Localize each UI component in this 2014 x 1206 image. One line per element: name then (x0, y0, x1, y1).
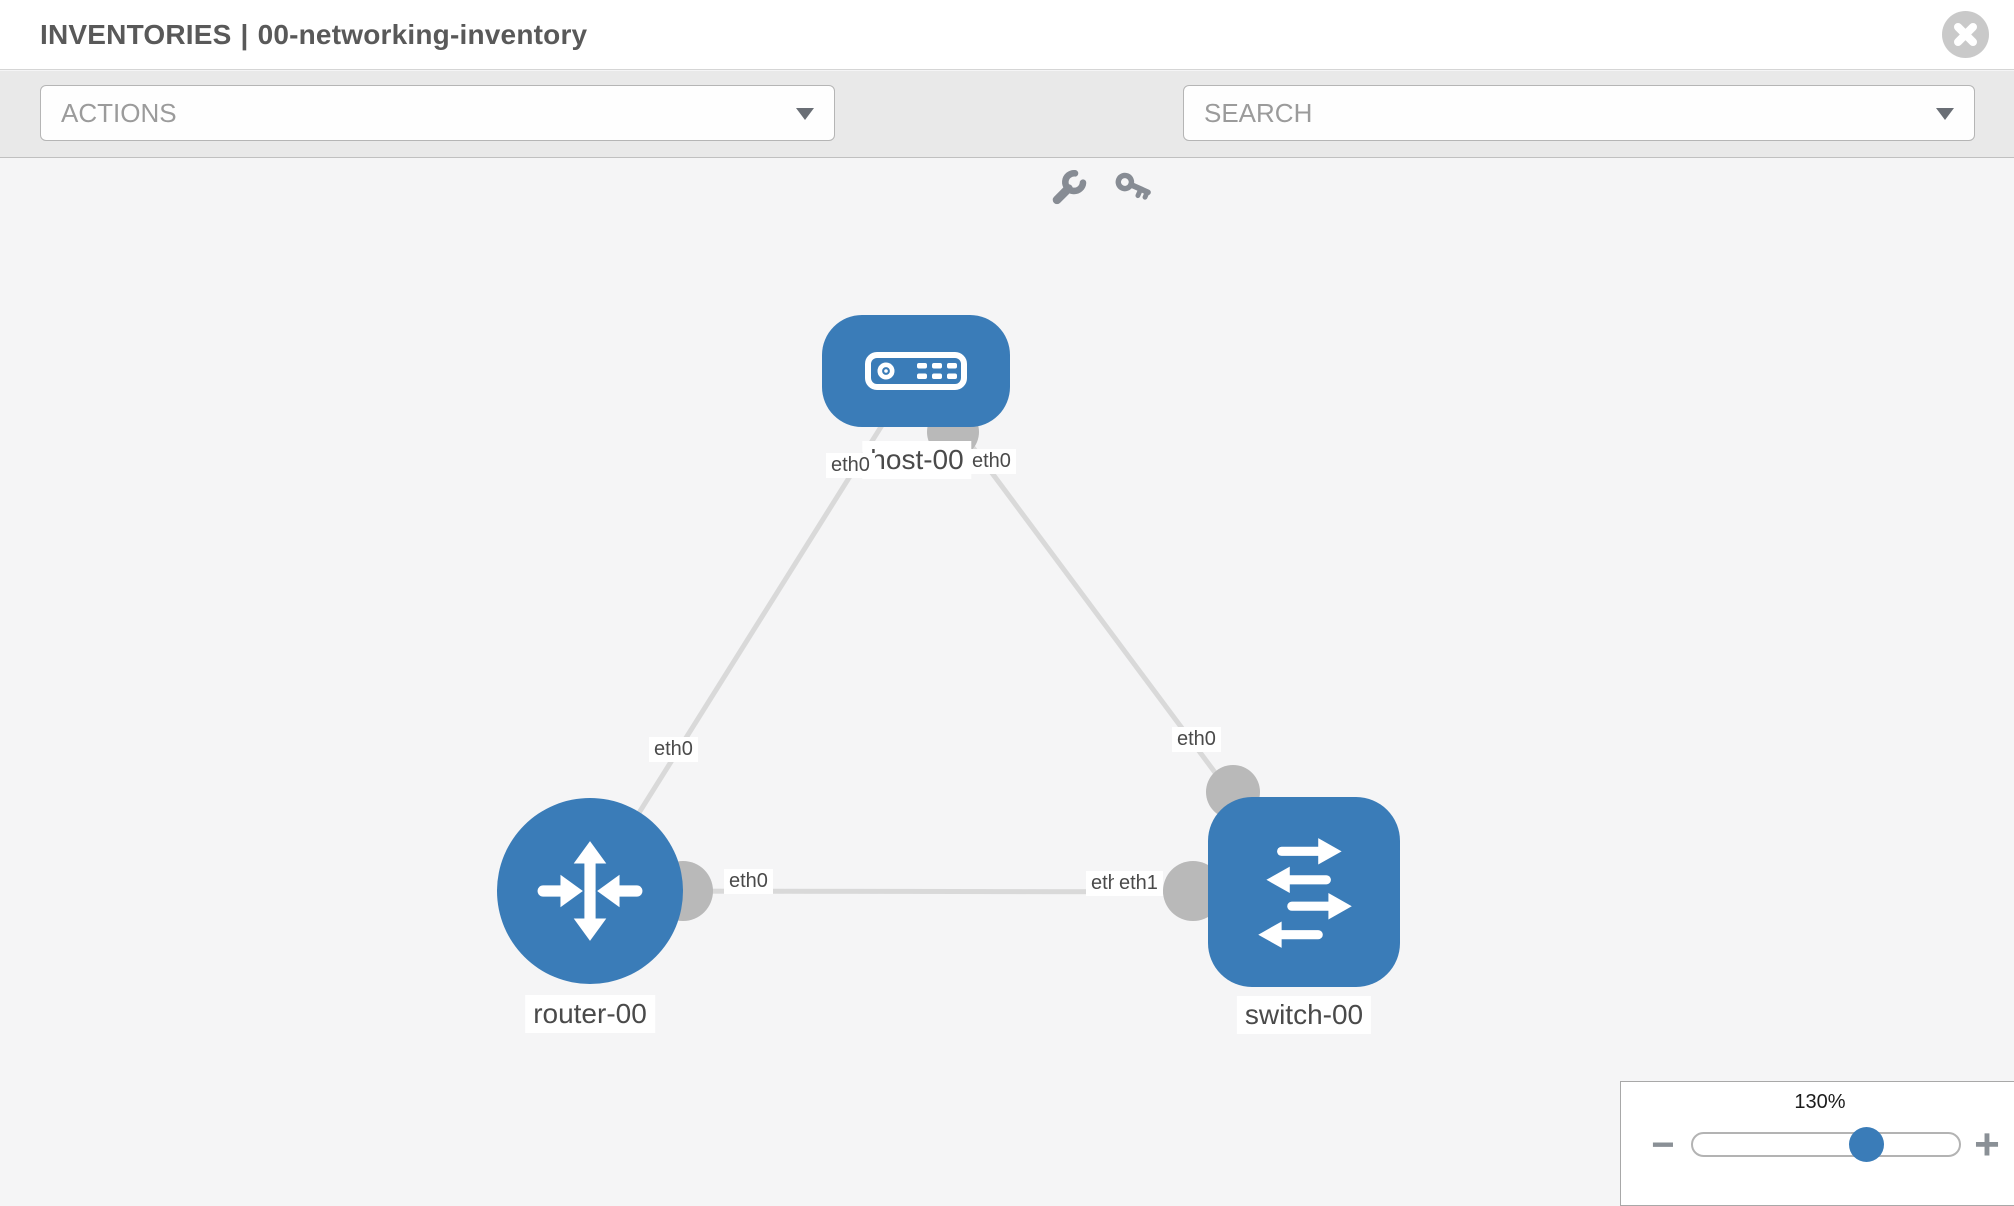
node-label: host-00 (862, 441, 972, 479)
configure-button[interactable] (1044, 164, 1090, 210)
node-host-00[interactable] (822, 315, 1010, 427)
router-arrows-icon (537, 841, 643, 941)
zoom-slider[interactable] (1691, 1127, 1961, 1162)
breadcrumb-section: INVENTORIES (40, 19, 232, 50)
node-label: switch-00 (1236, 996, 1372, 1034)
zoom-slider-thumb[interactable] (1849, 1127, 1884, 1162)
breadcrumb-item: 00-networking-inventory (257, 19, 588, 50)
interface-label: eth0 (967, 449, 1016, 474)
interface-label: eth0 (724, 869, 773, 894)
actions-dropdown[interactable]: ACTIONS (40, 85, 835, 141)
interface-label: eth0 (826, 453, 875, 478)
node-router-00[interactable] (497, 798, 683, 984)
plus-icon: + (1974, 1120, 2000, 1169)
close-button[interactable] (1942, 11, 1989, 58)
close-icon (1954, 23, 1977, 46)
chevron-down-icon (796, 108, 814, 120)
topology-canvas[interactable]: host-00 router-00 switch-00 eth0 eth0 et… (0, 158, 2014, 1200)
key-icon (1115, 172, 1151, 200)
toolbar: ACTIONS SEARCH (0, 71, 2014, 205)
actions-dropdown-label: ACTIONS (61, 97, 177, 128)
wrench-icon (1052, 169, 1087, 205)
zoom-in-button[interactable]: + (1967, 1120, 2007, 1169)
breadcrumb: INVENTORIES | 00-networking-inventory (40, 0, 596, 70)
links-layer (587, 369, 1307, 921)
node-switch-00[interactable] (1208, 797, 1400, 987)
breadcrumb-separator: | (240, 19, 249, 50)
server-icon (865, 352, 967, 390)
zoom-panel: 130% − + (1620, 1081, 2014, 1206)
minus-icon: − (1651, 1122, 1675, 1167)
zoom-out-button[interactable]: − (1643, 1122, 1683, 1168)
credentials-button[interactable] (1112, 164, 1158, 210)
interface-label: eth1 (1114, 871, 1163, 896)
interface-label: eth0 (649, 737, 698, 762)
search-dropdown-label: SEARCH (1204, 97, 1313, 128)
zoom-level: 130% (1794, 1091, 1846, 1113)
chevron-down-icon (1936, 108, 1954, 120)
search-dropdown[interactable]: SEARCH (1183, 85, 1975, 141)
interface-label: eth0 (1172, 727, 1221, 752)
header-bar: INVENTORIES | 00-networking-inventory (0, 0, 2014, 70)
node-label: router-00 (525, 995, 655, 1033)
switch-arrows-icon (1258, 838, 1352, 948)
